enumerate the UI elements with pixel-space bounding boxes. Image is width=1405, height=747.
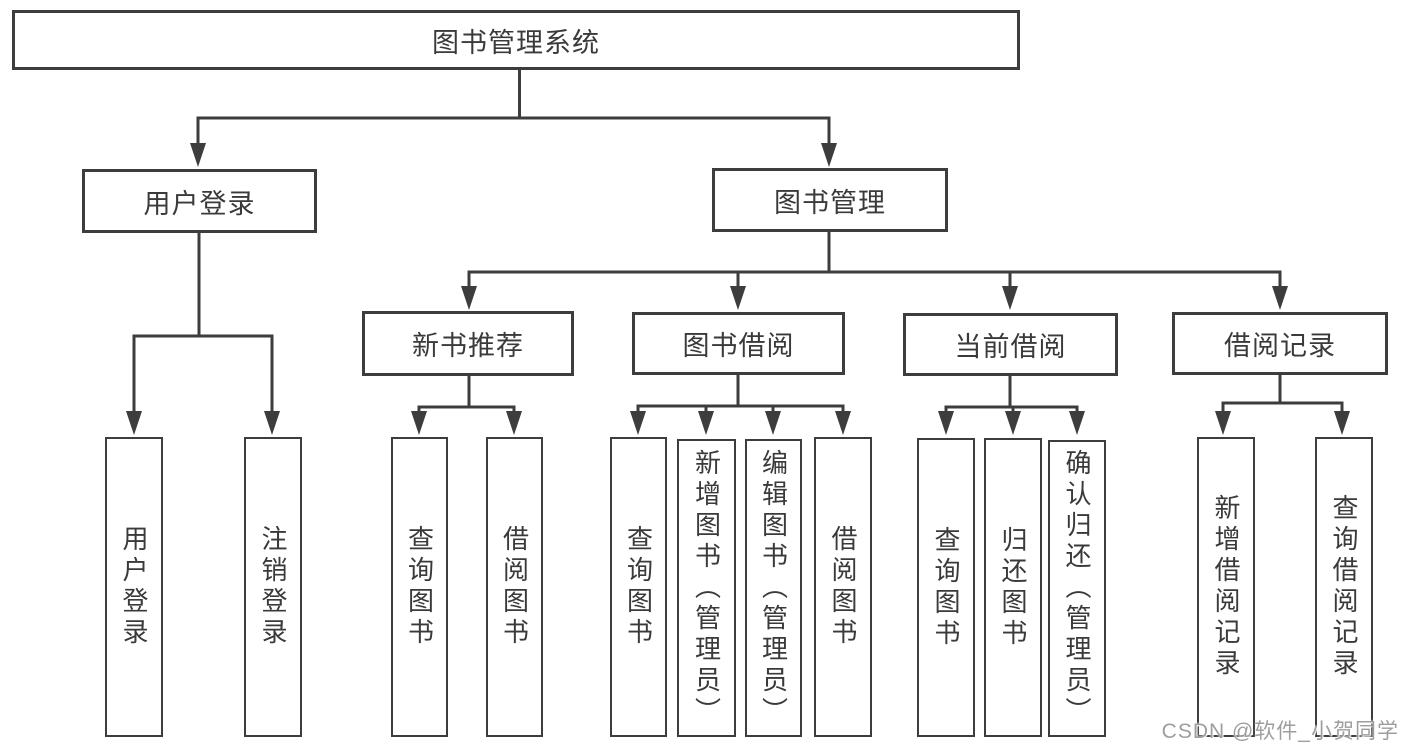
leaf-query-books-recommend: 查询图书 (391, 437, 448, 737)
leaf-return-books: 归还图书 (984, 438, 1042, 737)
leaf-borrow-books: 借阅图书 (814, 437, 872, 737)
leaf-query-borrow-record: 查询借阅记录 (1315, 437, 1373, 737)
node-library-management-system: 图书管理系统 (12, 10, 1020, 70)
node-current-borrowing: 当前借阅 (903, 313, 1118, 376)
leaf-edit-book-admin: 编辑图书（管理员） (745, 439, 802, 737)
leaf-borrow-books-recommend: 借阅图书 (486, 437, 543, 737)
csdn-watermark: CSDN @软件_小贺同学 (1161, 720, 1399, 743)
node-user-login-group: 用户登录 (82, 169, 317, 233)
node-new-book-recommendation: 新书推荐 (362, 311, 574, 376)
leaf-query-books-current: 查询图书 (917, 438, 975, 737)
node-book-management: 图书管理 (712, 168, 948, 232)
leaf-add-borrow-record: 新增借阅记录 (1197, 437, 1255, 737)
leaf-query-books-borrow: 查询图书 (610, 437, 667, 737)
node-borrowing-records: 借阅记录 (1172, 312, 1388, 375)
arrowheads (126, 143, 1350, 435)
leaf-confirm-return-admin: 确认归还（管理员） (1048, 440, 1106, 737)
leaf-add-book-admin: 新增图书（管理员） (677, 439, 736, 737)
node-book-borrowing: 图书借阅 (632, 312, 845, 375)
leaf-logout: 注销登录 (244, 437, 302, 737)
leaf-user-login: 用户登录 (105, 437, 163, 737)
